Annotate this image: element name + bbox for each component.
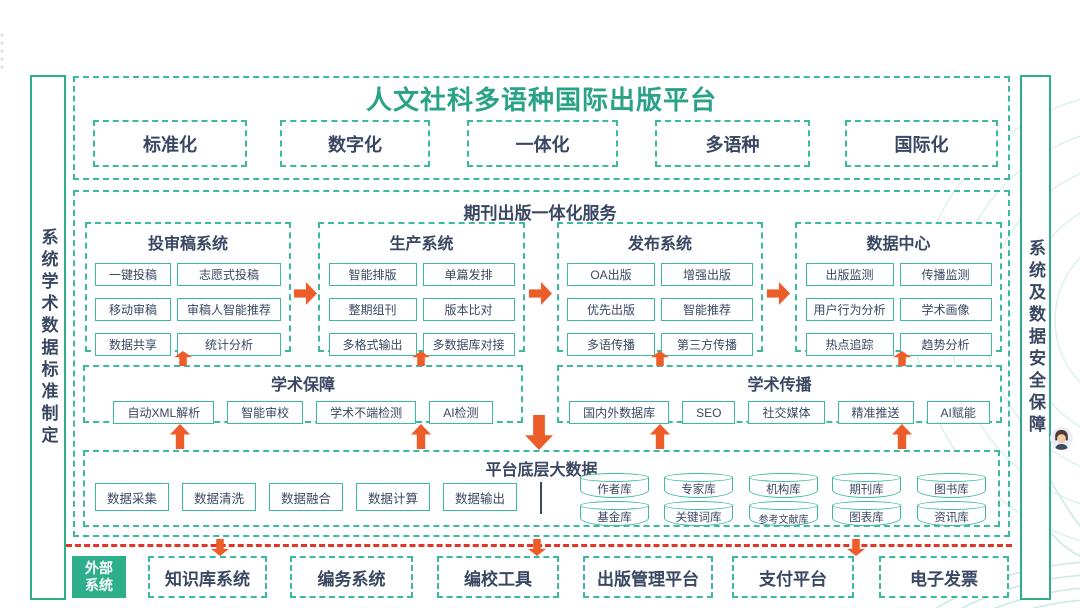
arrow-down-icon	[847, 539, 865, 556]
system-title: 投审稿系统	[147, 236, 228, 253]
feature-item: 趋势分析	[899, 333, 992, 356]
feature-item: 优先出版	[567, 298, 655, 321]
feature-item: 国内外数据库	[569, 401, 670, 424]
system-features: 智能排版 单篇发排 整期组刊 版本比对 多格式输出 多数据库对接	[320, 263, 523, 356]
database-cylinder: 专家库	[664, 473, 733, 498]
pipeline-step: 数据采集	[95, 483, 169, 511]
external-system-box: 编校工具	[437, 556, 559, 598]
feature-item: 单篇发排	[422, 263, 515, 286]
feature-item: AI检测	[429, 401, 493, 424]
feature-item: 移动审稿	[95, 298, 171, 321]
support-academic-assurance: 学术保障 自动XML解析 智能审校 学术不端检测 AI检测	[83, 365, 523, 424]
sidebar-data-security: 系统及数据安全保障	[1020, 75, 1051, 600]
feature-item: 学术不端检测	[316, 401, 417, 424]
pillar-box: 国际化	[845, 120, 998, 167]
system-features: OA出版 增强出版 优先出版 智能推荐 多语传播 第三方传播	[559, 263, 761, 356]
divider	[540, 482, 542, 514]
service-section-title: 期刊出版一体化服务	[463, 204, 617, 223]
pipeline-step: 数据清洗	[182, 483, 256, 511]
page-title: 人文社科多语种国际出版平台	[365, 85, 717, 115]
feature-item: 多数据库对接	[422, 333, 515, 356]
external-system-box: 电子发票	[879, 556, 1009, 598]
feature-item: 统计分析	[177, 333, 281, 356]
database-cylinder: 参考文献库	[749, 501, 818, 526]
pipeline-step: 数据计算	[356, 483, 430, 511]
feature-item: 第三方传播	[661, 333, 753, 356]
system-publishing: 发布系统 OA出版 增强出版 优先出版 智能推荐 多语传播 第三方传播	[557, 222, 763, 356]
support-features: 国内外数据库 SEO 社交媒体 精准推送 AI赋能	[559, 401, 1000, 424]
feature-item: SEO	[682, 401, 736, 424]
support-title: 学术保障	[270, 377, 335, 394]
feature-item: 版本比对	[422, 298, 515, 321]
bigdata-pipeline: 数据采集 数据清洗 数据融合 数据计算 数据输出	[95, 483, 517, 511]
pillar-box: 标准化	[93, 120, 247, 167]
bigdata-title: 平台底层大数据	[485, 462, 598, 479]
feature-item: 热点追踪	[805, 333, 894, 356]
pillar-box: 一体化	[467, 120, 618, 167]
pillar-box: 多语种	[655, 120, 810, 167]
system-title: 生产系统	[389, 236, 454, 253]
feature-item: 数据共享	[95, 333, 171, 356]
support-features: 自动XML解析 智能审校 学术不端检测 AI检测	[85, 401, 521, 424]
feature-item: 整期组刊	[328, 298, 417, 321]
feature-item: 志愿式投稿	[177, 263, 281, 286]
sidebar-data-standards: 系统学术数据标准制定	[30, 75, 66, 600]
database-cylinder: 图表库	[832, 501, 901, 526]
system-title: 数据中心	[866, 236, 931, 253]
system-features: 出版监测 传播监测 用户行为分析 学术画像 热点追踪 趋势分析	[797, 263, 1000, 356]
database-cylinder: 关键词库	[664, 501, 733, 526]
external-systems-label: 外部 系统	[72, 556, 126, 598]
feature-item: AI赋能	[926, 401, 990, 424]
feature-item: OA出版	[567, 263, 655, 286]
support-academic-dissemination: 学术传播 国内外数据库 SEO 社交媒体 精准推送 AI赋能	[557, 365, 1002, 424]
arrow-down-icon	[528, 539, 546, 556]
external-system-box: 编务系统	[290, 556, 413, 598]
database-cylinder: 资讯库	[917, 501, 986, 526]
database-cylinder: 期刊库	[832, 473, 901, 498]
feature-item: 出版监测	[805, 263, 894, 286]
feature-item: 精准推送	[837, 401, 914, 424]
pillar-box: 数字化	[280, 120, 430, 167]
feature-item: 审稿人智能推荐	[177, 298, 281, 321]
feature-item: 自动XML解析	[113, 401, 215, 424]
arrow-down-icon	[211, 539, 229, 556]
system-title: 发布系统	[627, 236, 692, 253]
system-submission: 投审稿系统 一键投稿 志愿式投稿 移动审稿 审稿人智能推荐 数据共享 统计分析	[85, 222, 291, 356]
pipeline-step: 数据输出	[443, 483, 517, 511]
feature-item: 多语传播	[567, 333, 655, 356]
decorative-dots	[0, 33, 4, 69]
database-cylinder: 基金库	[580, 501, 649, 526]
feature-item: 用户行为分析	[805, 298, 894, 321]
pipeline-step: 数据融合	[269, 483, 343, 511]
bigdata-container: 平台底层大数据 数据采集 数据清洗 数据融合 数据计算 数据输出 作者库 专家库…	[83, 450, 1000, 527]
feature-item: 增强出版	[661, 263, 753, 286]
system-datacenter: 数据中心 出版监测 传播监测 用户行为分析 学术画像 热点追踪 趋势分析	[795, 222, 1002, 356]
external-system-box: 支付平台	[732, 556, 854, 598]
feature-item: 学术画像	[899, 298, 992, 321]
feature-item: 智能排版	[328, 263, 417, 286]
database-cylinder: 作者库	[580, 473, 649, 498]
system-production: 生产系统 智能排版 单篇发排 整期组刊 版本比对 多格式输出 多数据库对接	[318, 222, 525, 356]
database-cylinder: 机构库	[749, 473, 818, 498]
presenter-avatar	[1050, 427, 1073, 450]
feature-item: 一键投稿	[95, 263, 171, 286]
support-title: 学术传播	[747, 377, 812, 394]
feature-item: 传播监测	[899, 263, 992, 286]
feature-item: 社交媒体	[748, 401, 825, 424]
database-cylinder: 图书库	[917, 473, 986, 498]
feature-item: 多格式输出	[328, 333, 417, 356]
avatar-icon	[1050, 427, 1073, 450]
feature-item: 智能推荐	[661, 298, 753, 321]
external-system-box: 知识库系统	[148, 556, 267, 598]
system-features: 一键投稿 志愿式投稿 移动审稿 审稿人智能推荐 数据共享 统计分析	[87, 263, 289, 356]
feature-item: 智能审校	[227, 401, 304, 424]
external-system-box: 出版管理平台	[583, 556, 713, 598]
